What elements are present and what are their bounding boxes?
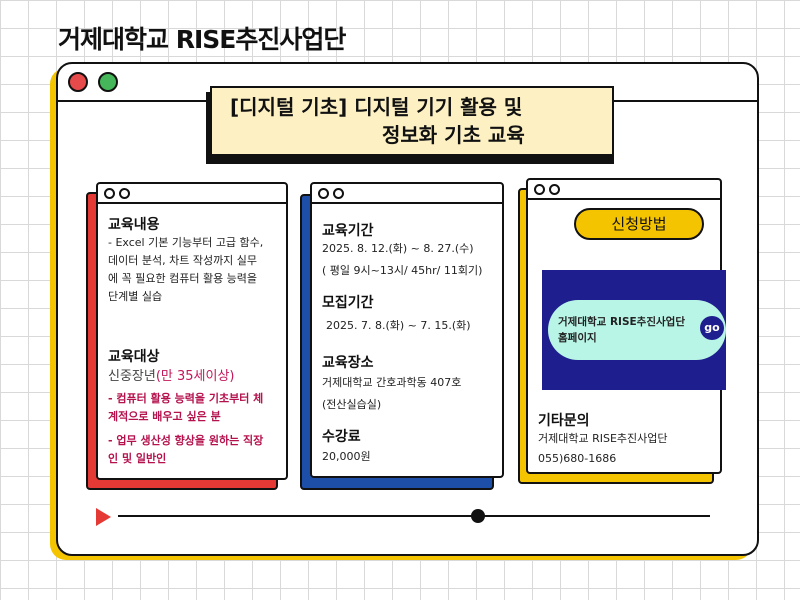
target-line: - 컴퓨터 활용 능력을 기초부터 체 bbox=[108, 392, 264, 405]
card-titlebar bbox=[528, 198, 720, 200]
period-dates: 2025. 8. 12.(화) ~ 8. 27.(수) bbox=[322, 242, 474, 255]
fee-heading: 수강료 bbox=[322, 429, 361, 445]
content-heading: 교육내용 bbox=[108, 217, 160, 233]
apply-card: 신청방법 거제대학교 RISE추진사업단 홈페이지 go 기타문의 거제대학교 … bbox=[526, 178, 726, 474]
progress-knob[interactable] bbox=[471, 509, 485, 523]
period-heading: 교육기간 bbox=[322, 223, 374, 239]
homepage-link[interactable]: 거제대학교 RISE추진사업단 홈페이지 go bbox=[548, 300, 726, 360]
card-titlebar bbox=[98, 202, 286, 204]
target-line: 인 및 일반인 bbox=[108, 452, 167, 465]
target-line: 계적으로 배우고 싶은 분 bbox=[108, 410, 221, 423]
card-titlebar bbox=[312, 202, 502, 204]
card-dot-icon bbox=[333, 188, 344, 199]
progress-track[interactable] bbox=[118, 515, 710, 517]
target-main: 신중장년(만 35세이상) bbox=[108, 368, 235, 386]
recruit-heading: 모집기간 bbox=[322, 295, 374, 311]
card-dot-icon bbox=[104, 188, 115, 199]
card-dot-icon bbox=[534, 184, 545, 195]
inquiry-org: 거제대학교 RISE추진사업단 bbox=[538, 432, 668, 445]
recruit-dates: 2025. 7. 8.(화) ~ 7. 15.(화) bbox=[326, 319, 471, 332]
card-dot-icon bbox=[119, 188, 130, 199]
course-title: [디지털 기초] 디지털 기기 활용 및 정보화 기초 교육 bbox=[210, 86, 614, 156]
content-card: 교육내용 - Excel 기본 기능부터 고급 함수, 데이터 분석, 차트 작… bbox=[96, 182, 288, 480]
place-line: 거제대학교 간호과학동 407호 bbox=[322, 376, 462, 389]
content-line: 데이터 분석, 차트 작성까지 실무 bbox=[108, 254, 258, 267]
content-line: 단계별 실습 bbox=[108, 290, 163, 303]
close-dot-icon[interactable] bbox=[68, 72, 88, 92]
play-icon[interactable] bbox=[96, 508, 111, 526]
course-title-line2: 정보화 기초 교육 bbox=[382, 123, 525, 147]
apply-method-button[interactable]: 신청방법 bbox=[574, 208, 704, 240]
schedule-card: 교육기간 2025. 8. 12.(화) ~ 8. 27.(수) ( 평일 9시… bbox=[310, 182, 504, 478]
target-heading: 교육대상 bbox=[108, 349, 160, 365]
homepage-banner[interactable]: 거제대학교 RISE추진사업단 홈페이지 go bbox=[542, 270, 726, 390]
card-dot-icon bbox=[549, 184, 560, 195]
card-dot-icon bbox=[318, 188, 329, 199]
place-line: (전산실습실) bbox=[322, 398, 382, 411]
course-title-line1: [디지털 기초] 디지털 기기 활용 및 bbox=[230, 95, 523, 119]
content-line: - Excel 기본 기능부터 고급 함수, bbox=[108, 236, 264, 249]
homepage-link-label: 거제대학교 RISE추진사업단 bbox=[558, 316, 685, 328]
maximize-dot-icon[interactable] bbox=[98, 72, 118, 92]
homepage-link-label: 홈페이지 bbox=[558, 332, 597, 344]
place-heading: 교육장소 bbox=[322, 355, 374, 371]
inquiry-phone: 055)680-1686 bbox=[538, 452, 617, 465]
target-group: 신중장년 bbox=[108, 369, 156, 384]
period-detail: ( 평일 9시~13시/ 45hr/ 11회기) bbox=[322, 264, 483, 277]
fee-value: 20,000원 bbox=[322, 450, 371, 463]
content-line: 에 꼭 필요한 컴퓨터 활용 능력을 bbox=[108, 272, 258, 285]
inquiry-heading: 기타문의 bbox=[538, 413, 590, 429]
target-line: - 업무 생산성 향상을 원하는 직장 bbox=[108, 434, 264, 447]
brand-title: 거제대학교 RISE추진사업단 bbox=[58, 25, 346, 54]
go-icon[interactable]: go bbox=[700, 316, 724, 340]
target-age: (만 35세이상) bbox=[155, 369, 235, 384]
